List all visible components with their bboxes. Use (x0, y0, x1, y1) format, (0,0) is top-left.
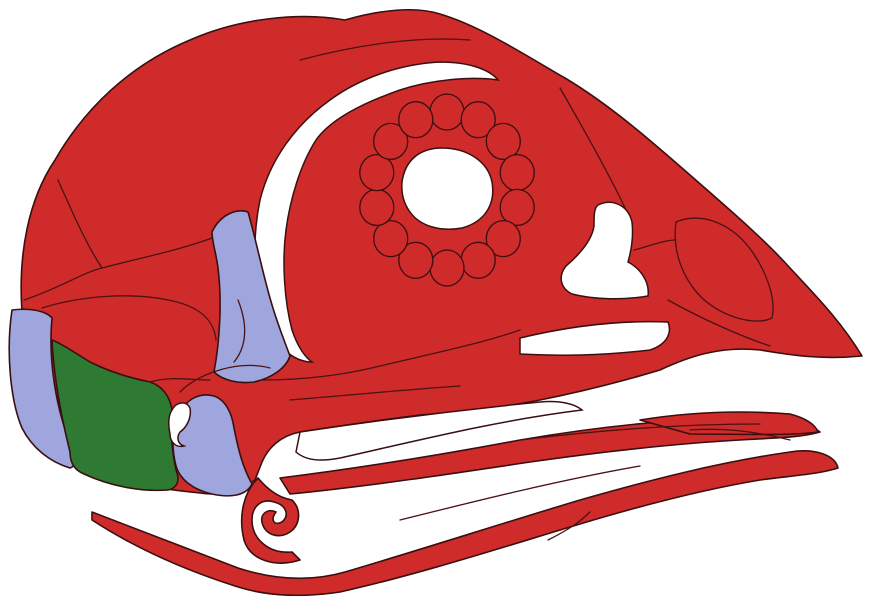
scleral-plate (500, 155, 534, 191)
eye-socket-opening (402, 148, 493, 229)
scleral-plate (430, 94, 464, 130)
scleral-plate (461, 242, 495, 278)
scleral-plate (486, 123, 520, 159)
scleral-plate (430, 250, 464, 286)
scleral-plate (360, 189, 394, 225)
scleral-plate (399, 102, 433, 138)
scleral-plate (500, 189, 534, 225)
scleral-plate (360, 155, 394, 191)
scleral-plate (374, 221, 408, 257)
